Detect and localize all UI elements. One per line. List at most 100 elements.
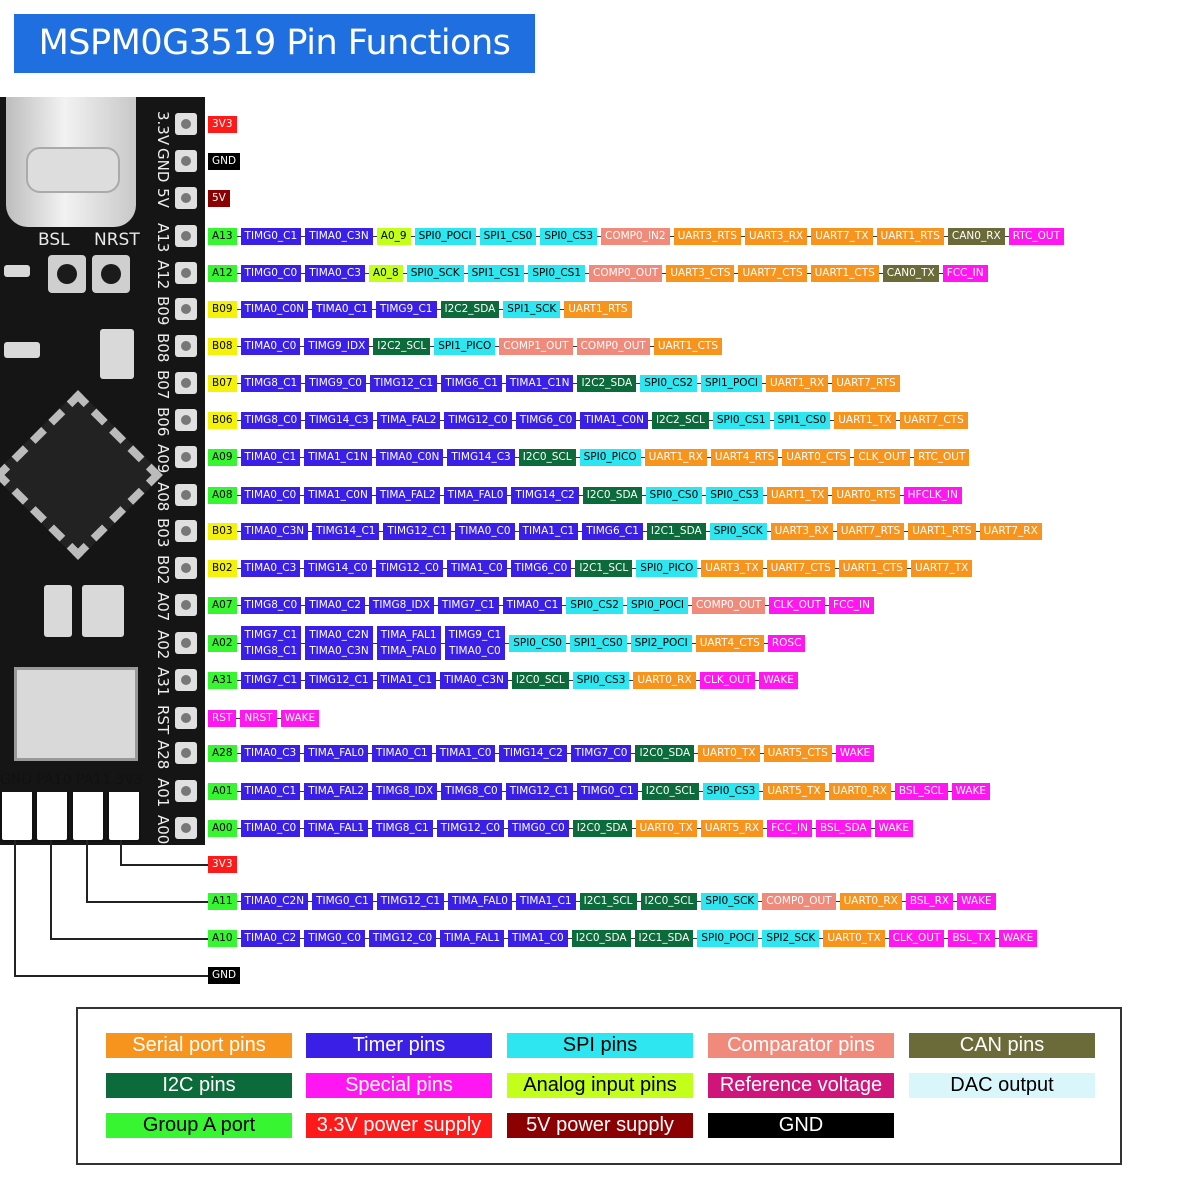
pin-function-tag: TIMA0_C3 [240,559,301,577]
pin-function-tag: TIMG8_C0 [441,782,502,800]
connector-line [662,272,667,274]
pin-function-tag: UART7_TX [811,227,873,245]
pin-function-tag: TIMA0_C0N [375,448,444,466]
connector-line [379,530,384,532]
connector-line [372,900,377,902]
connector-line [300,345,305,347]
connector-line [828,382,833,384]
connector-line [410,235,415,237]
connector-line [444,900,449,902]
connector-line [450,530,455,532]
pin-function-tag: I2C2_SCL [373,337,431,355]
connector-line [475,235,480,237]
pin-function-tag: CLK_OUT [888,929,945,947]
connector-line [708,419,713,421]
connector-line [514,456,519,458]
pin-function-tag: UART1_CTS [810,264,879,282]
connector-line [568,679,573,681]
component-part [4,265,30,277]
pin-function-text: TIMG8_C1 [244,645,298,657]
pin-function-tag: I2C0_SDA [635,744,695,762]
connector-line [365,382,370,384]
pin-function-tag: SPI0_CS0 [509,634,566,652]
pin-function-tag: TIMG12_C0 [436,819,505,837]
connector-line [649,345,654,347]
connector-line [431,752,436,754]
connector-line [301,679,306,681]
usb-c-connector [6,97,136,227]
pin-function-tag: UART0_TX [823,929,885,947]
connector-line [300,827,305,829]
pin-function-tag: TIMA_FAL1 [440,929,505,947]
pin-function-tag: A07 [208,596,237,614]
connector-line [236,567,241,569]
pin-function-tag: UART7_TX [910,559,973,577]
header-pin [175,187,197,209]
connector-line [504,937,509,939]
legend-item: Serial port pins [106,1033,292,1058]
connector-line [806,272,811,274]
pin-function-text: TIMA_FAL1 [380,629,437,641]
connector-line [626,642,631,644]
pin-function-tag: I2C0_SCL [511,671,569,689]
connector-line [938,272,943,274]
connector-line [402,272,407,274]
connector-line [432,827,437,829]
pin-function-tag: WAKE [998,929,1038,947]
pin-function-tag: A28 [208,744,237,762]
pin-function-tag: A0_8 [368,264,403,282]
connector-line [766,530,771,532]
pin-function-tag: TIMG0_C0 [240,264,302,282]
pin-function-tag: UART5_CTS [763,744,832,762]
header-pin [175,113,197,135]
pin-function-tag: TIMG14_C0 [304,559,372,577]
pin-function-tag: TIMA1_C0N [304,486,372,504]
header-pin [175,707,197,729]
pin-function-tag: BSL_SDA [816,819,871,837]
pin-function-tag: SPI0_SCK [709,522,767,540]
connector-line [944,937,949,939]
pin-function-tag: UART4_RTS [710,448,779,466]
connector-line [1004,235,1009,237]
pin-function-tag: UART3_RX [770,522,833,540]
pin-function-tag: TIMG0_C1 [240,227,302,245]
pin-function-tag: TIMG0_C0 [508,819,569,837]
pin-function-tag: UART1_TX [766,486,829,504]
connector-line [895,419,900,421]
pin-function-tag: TIMG0_C1 [312,892,373,910]
connector-line [301,419,306,421]
pin-function-tag: A12 [208,264,237,282]
connector-line [819,937,824,939]
connector-line [437,382,442,384]
connector-line [236,900,241,902]
pin-function-tag: TIMA1_C1 [515,892,576,910]
pin-function-tag: TIMG14_C3 [305,411,373,429]
pin-function-tag: B09 [208,300,237,318]
connector-line [236,937,241,939]
pin-function-tag: I2C1_SCL [579,892,637,910]
pin-function-tag: COMP0_OUT [576,337,650,355]
connector-line [300,937,305,939]
pin-function-tag: UART1_CTS [653,337,722,355]
connector-line [236,308,241,310]
pin-function-tag: A09 [208,448,237,466]
pin-function-tag: 3V3 [208,855,237,873]
pin-silk-label: A09 [154,444,172,474]
pin-function-tag: SPI0_PICO [636,559,698,577]
connector-line [947,790,952,792]
pin-function-tag: BSL_RX [905,892,954,910]
pin-function-tag: I2C1_SDA [646,522,706,540]
connector-line [641,494,646,496]
connector-line [872,235,877,237]
connector-line [368,827,373,829]
pin-function-tag: I2C0_SCL [518,448,576,466]
pin-function-tag: HFCLK_IN [903,486,962,504]
connector-line [495,752,500,754]
connector-line [824,790,829,792]
connector-line [236,604,241,606]
pin-function-text: TIMG7_C1 [244,629,298,641]
pin-function-tag: TIMG12_C1 [383,522,451,540]
header-pin [175,669,197,691]
